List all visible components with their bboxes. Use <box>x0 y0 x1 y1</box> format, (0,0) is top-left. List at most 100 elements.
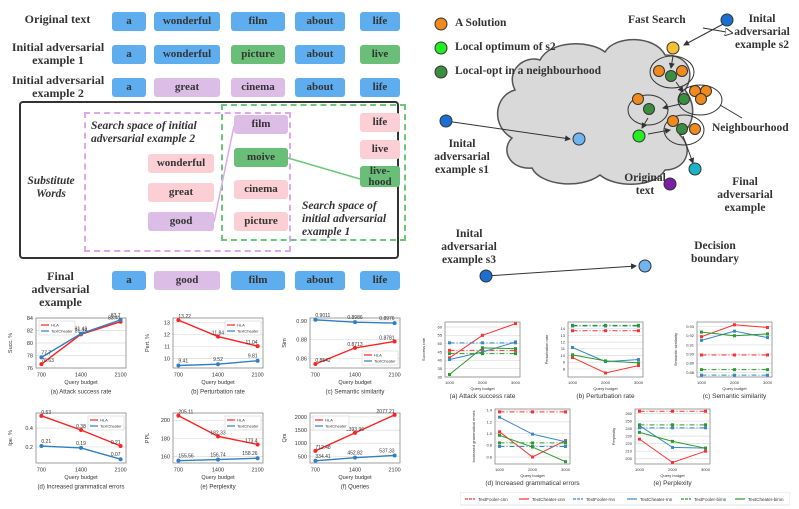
search-space-1-label: Search space of initial adversarial exam… <box>302 200 387 238</box>
decision-boundary-label: Decision boundary <box>691 240 739 265</box>
data-point <box>216 457 220 462</box>
data-point <box>637 364 640 368</box>
data-label: 0.38 <box>76 424 86 430</box>
data-point <box>255 358 260 363</box>
data-point <box>481 333 484 337</box>
s3-boundary-point <box>638 259 652 273</box>
data-point <box>564 410 567 414</box>
y-tick-label: 0.88 <box>296 338 307 344</box>
data-label: 77.7 <box>41 350 51 356</box>
data-point <box>216 362 220 367</box>
original-text-label: Original text <box>624 172 666 197</box>
y-axis-label: Qrs <box>282 433 288 442</box>
y-tick-label: 9 <box>563 360 566 365</box>
arrow-s2-to-start <box>683 21 728 46</box>
y-tick-label: 13 <box>561 333 566 338</box>
data-point <box>79 427 83 432</box>
legend-label: TextCheater-cnn <box>532 497 566 502</box>
sub-token-livehood: live-hood <box>360 165 400 187</box>
data-point <box>700 368 703 372</box>
token-live: live <box>360 45 400 64</box>
y-tick-label: 0.90 <box>686 351 695 356</box>
y-tick-label: 160 <box>161 455 170 461</box>
legend-label: TextCheater-rnn <box>640 497 673 502</box>
local-opt-point <box>678 93 690 105</box>
chart-title: (e) Perplexity <box>200 485 235 491</box>
data-point <box>313 362 318 367</box>
search-diagram-svg <box>434 13 743 283</box>
s1-label: Inital adversarial example s1 <box>434 138 490 176</box>
sub-token-good: good <box>148 212 214 231</box>
data-point <box>216 434 220 439</box>
neighbourhood-pointer <box>719 104 743 119</box>
connector-moive-livehood <box>287 157 361 180</box>
data-point <box>448 373 451 376</box>
chart-title: (b) Perturbation rate <box>576 393 635 400</box>
data-point <box>571 323 574 327</box>
solution-point <box>632 93 644 105</box>
row-label-original: Original text <box>24 12 91 26</box>
data-label: 452.82 <box>347 451 363 457</box>
data-label: 155.56 <box>178 454 194 460</box>
token-life: life <box>360 12 400 31</box>
y-tick-label: 76 <box>27 366 33 372</box>
y-tick-label: 1000 <box>295 441 307 447</box>
y-axis-label: Increased grammatical errors <box>471 410 476 462</box>
data-point <box>392 339 397 344</box>
x-tick-label: 2000 <box>601 380 611 385</box>
connector-lines <box>213 125 361 223</box>
y-tick-label: 0.8 <box>486 443 492 448</box>
data-point <box>353 320 357 325</box>
connector-good-film <box>213 125 235 223</box>
y-tick-label: 0.93 <box>686 324 695 329</box>
y-axis-label: Pert. % <box>145 334 151 352</box>
data-label: 0.8976 <box>379 316 395 322</box>
data-point <box>637 358 640 362</box>
original-text-point <box>663 177 677 191</box>
data-point <box>733 329 736 333</box>
sub-token-film: film <box>234 115 288 134</box>
data-point <box>704 423 707 427</box>
y-tick-label: 200 <box>161 418 170 424</box>
data-point <box>514 348 517 352</box>
x-axis-label: Query budget <box>338 475 372 481</box>
neighbourhood-ellipse <box>627 94 669 126</box>
data-label: 156.74 <box>210 453 226 459</box>
token-wonderful: wonderful <box>154 45 220 64</box>
data-point <box>39 355 44 360</box>
data-point <box>118 317 123 322</box>
solution-point <box>676 65 688 77</box>
data-point <box>604 323 607 327</box>
data-label: 13.22 <box>178 314 191 320</box>
data-point <box>700 338 703 342</box>
data-point <box>671 409 674 413</box>
y-tick-label: 0.91 <box>686 342 695 347</box>
data-label: 0.07 <box>111 452 121 458</box>
y-tick-label: 82 <box>27 328 33 334</box>
sub-token-picture: picture <box>234 212 288 231</box>
token-cinema: cinema <box>231 78 285 97</box>
data-point <box>313 458 318 463</box>
y-axis-label: Success rate <box>421 337 426 361</box>
data-point <box>448 358 451 361</box>
x-tick-label: 1400 <box>349 468 361 474</box>
y-tick-label: 260 <box>625 411 632 416</box>
sub-token-wonderful: wonderful <box>148 154 214 173</box>
data-label: 205.11 <box>178 410 193 416</box>
data-point <box>498 441 501 445</box>
y-tick-label: 84 <box>27 316 33 322</box>
neighbourhood-ellipse <box>649 55 695 89</box>
y-tick-label: 0.4 <box>25 426 33 432</box>
x-tick-label: 2100 <box>114 468 126 474</box>
data-label: 0.8713 <box>347 342 363 348</box>
data-label: 0.9011 <box>315 313 330 319</box>
token-a: a <box>112 45 146 64</box>
x-axis-label: Query budget <box>201 475 235 481</box>
y-tick-label: 50 <box>438 341 443 346</box>
data-point <box>531 445 534 449</box>
x-tick-label: 700 <box>37 373 46 379</box>
data-point <box>176 458 181 463</box>
sub-token-live: live <box>360 140 400 159</box>
token-good: good <box>154 271 220 290</box>
